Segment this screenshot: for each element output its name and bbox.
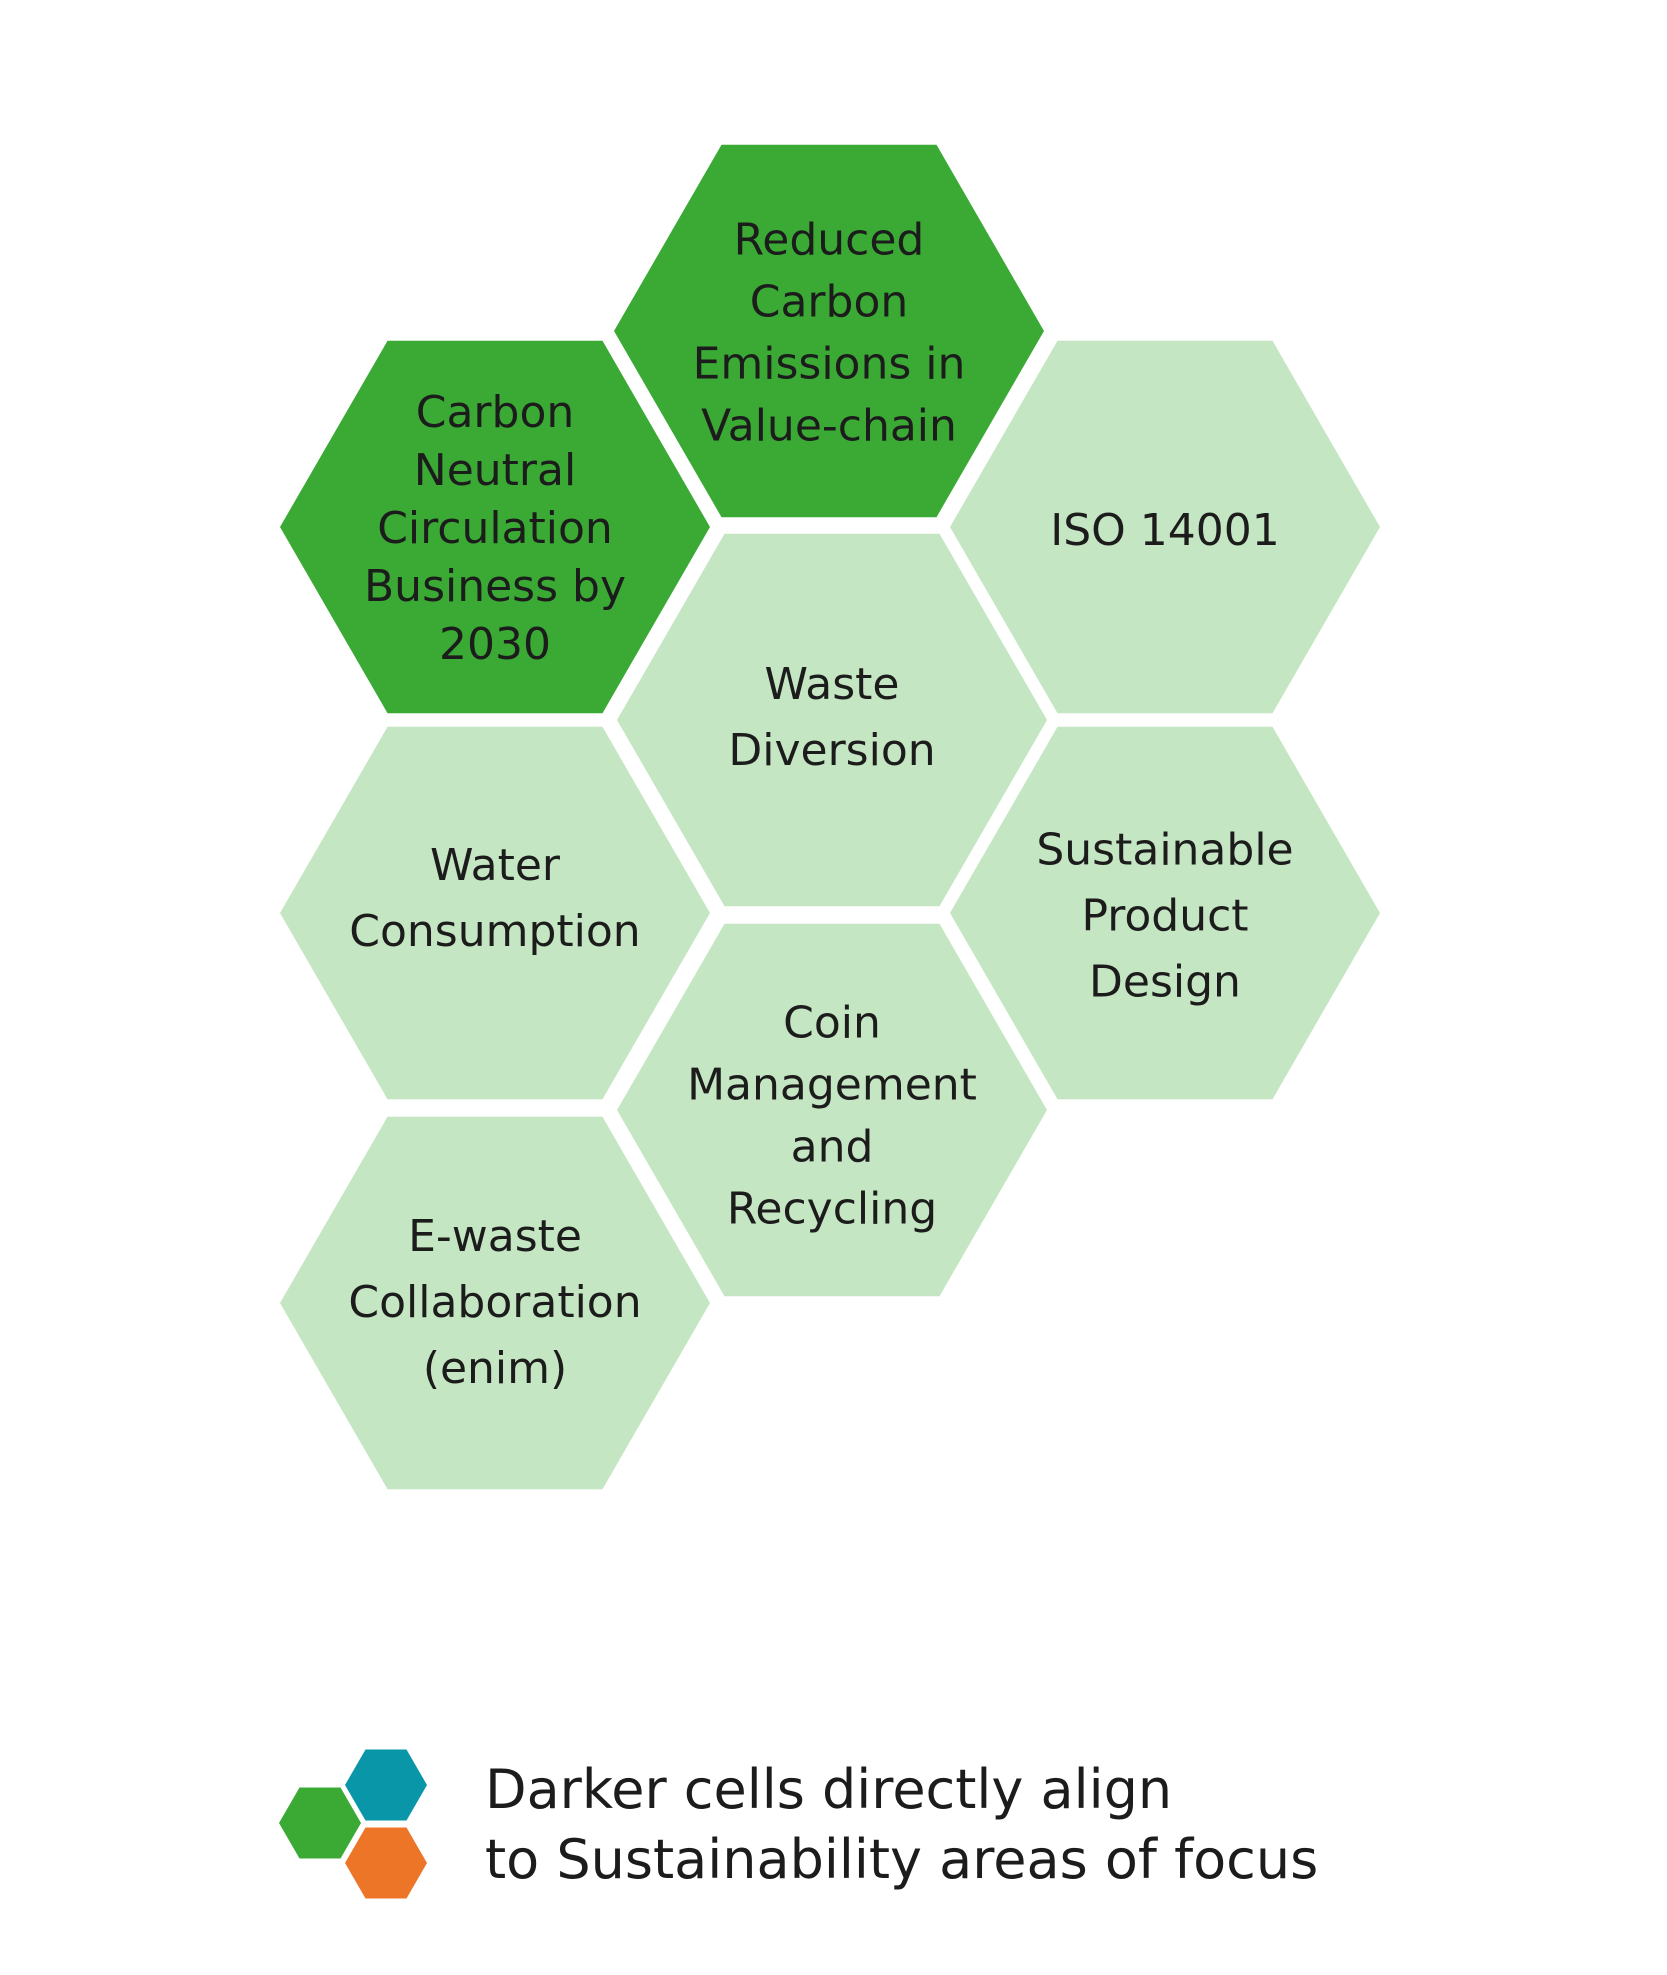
hex-label-line: (enim) [423, 1343, 567, 1394]
hex-label-line: 2030 [439, 619, 551, 670]
hex-label: ISO 14001 [1050, 505, 1280, 556]
hex-label-line: Circulation [377, 503, 613, 554]
hexagon-shape [617, 923, 1047, 1297]
hex-label-line: ISO 14001 [1050, 505, 1280, 556]
hex-label-line: Waste [765, 659, 900, 710]
legend-teal-hex [345, 1749, 427, 1821]
hex-label-line: and [791, 1122, 874, 1173]
hex-label-line: Sustainable [1036, 824, 1293, 875]
hex-label-line: Emissions in [693, 339, 966, 390]
legend-line-1: Darker cells directly align [485, 1758, 1173, 1821]
hex-label-line: Consumption [349, 906, 640, 957]
hexagon-shape [280, 726, 710, 1100]
hex-label-line: Value-chain [701, 401, 957, 452]
hex-cell-iso-14001: ISO 14001 [950, 340, 1380, 714]
hex-label-line: Water [430, 840, 561, 891]
hex-label-line: Carbon [416, 387, 575, 438]
hex-label-line: Coin [783, 998, 881, 1049]
hexagon-shape [950, 340, 1380, 714]
hexagon-shape [280, 1116, 710, 1490]
hexagon-shape [617, 533, 1047, 907]
hex-label-line: Neutral [414, 445, 576, 496]
hex-label-line: Reduced [734, 215, 925, 266]
legend-line-2: to Sustainability areas of focus [485, 1828, 1319, 1891]
hexagon-shape [614, 144, 1044, 518]
hex-label-line: E-waste [408, 1211, 582, 1262]
legend-green-hex [279, 1787, 361, 1859]
hex-label-line: Business by [364, 561, 626, 612]
legend-hexagons-icon [279, 1749, 427, 1899]
legend-caption: Darker cells directly align to Sustainab… [485, 1755, 1485, 1895]
hex-label-line: Carbon [750, 277, 909, 328]
hex-label-line: Recycling [727, 1184, 937, 1235]
legend-orange-hex [345, 1827, 427, 1899]
hexagon-shape [950, 726, 1380, 1100]
hexagon-shape [280, 340, 710, 714]
hex-label-line: Design [1089, 956, 1241, 1007]
hex-label-line: Product [1081, 890, 1248, 941]
hex-label-line: Diversion [728, 725, 935, 776]
hex-label-line: Collaboration [348, 1277, 641, 1328]
hex-label-line: Management [687, 1060, 977, 1111]
